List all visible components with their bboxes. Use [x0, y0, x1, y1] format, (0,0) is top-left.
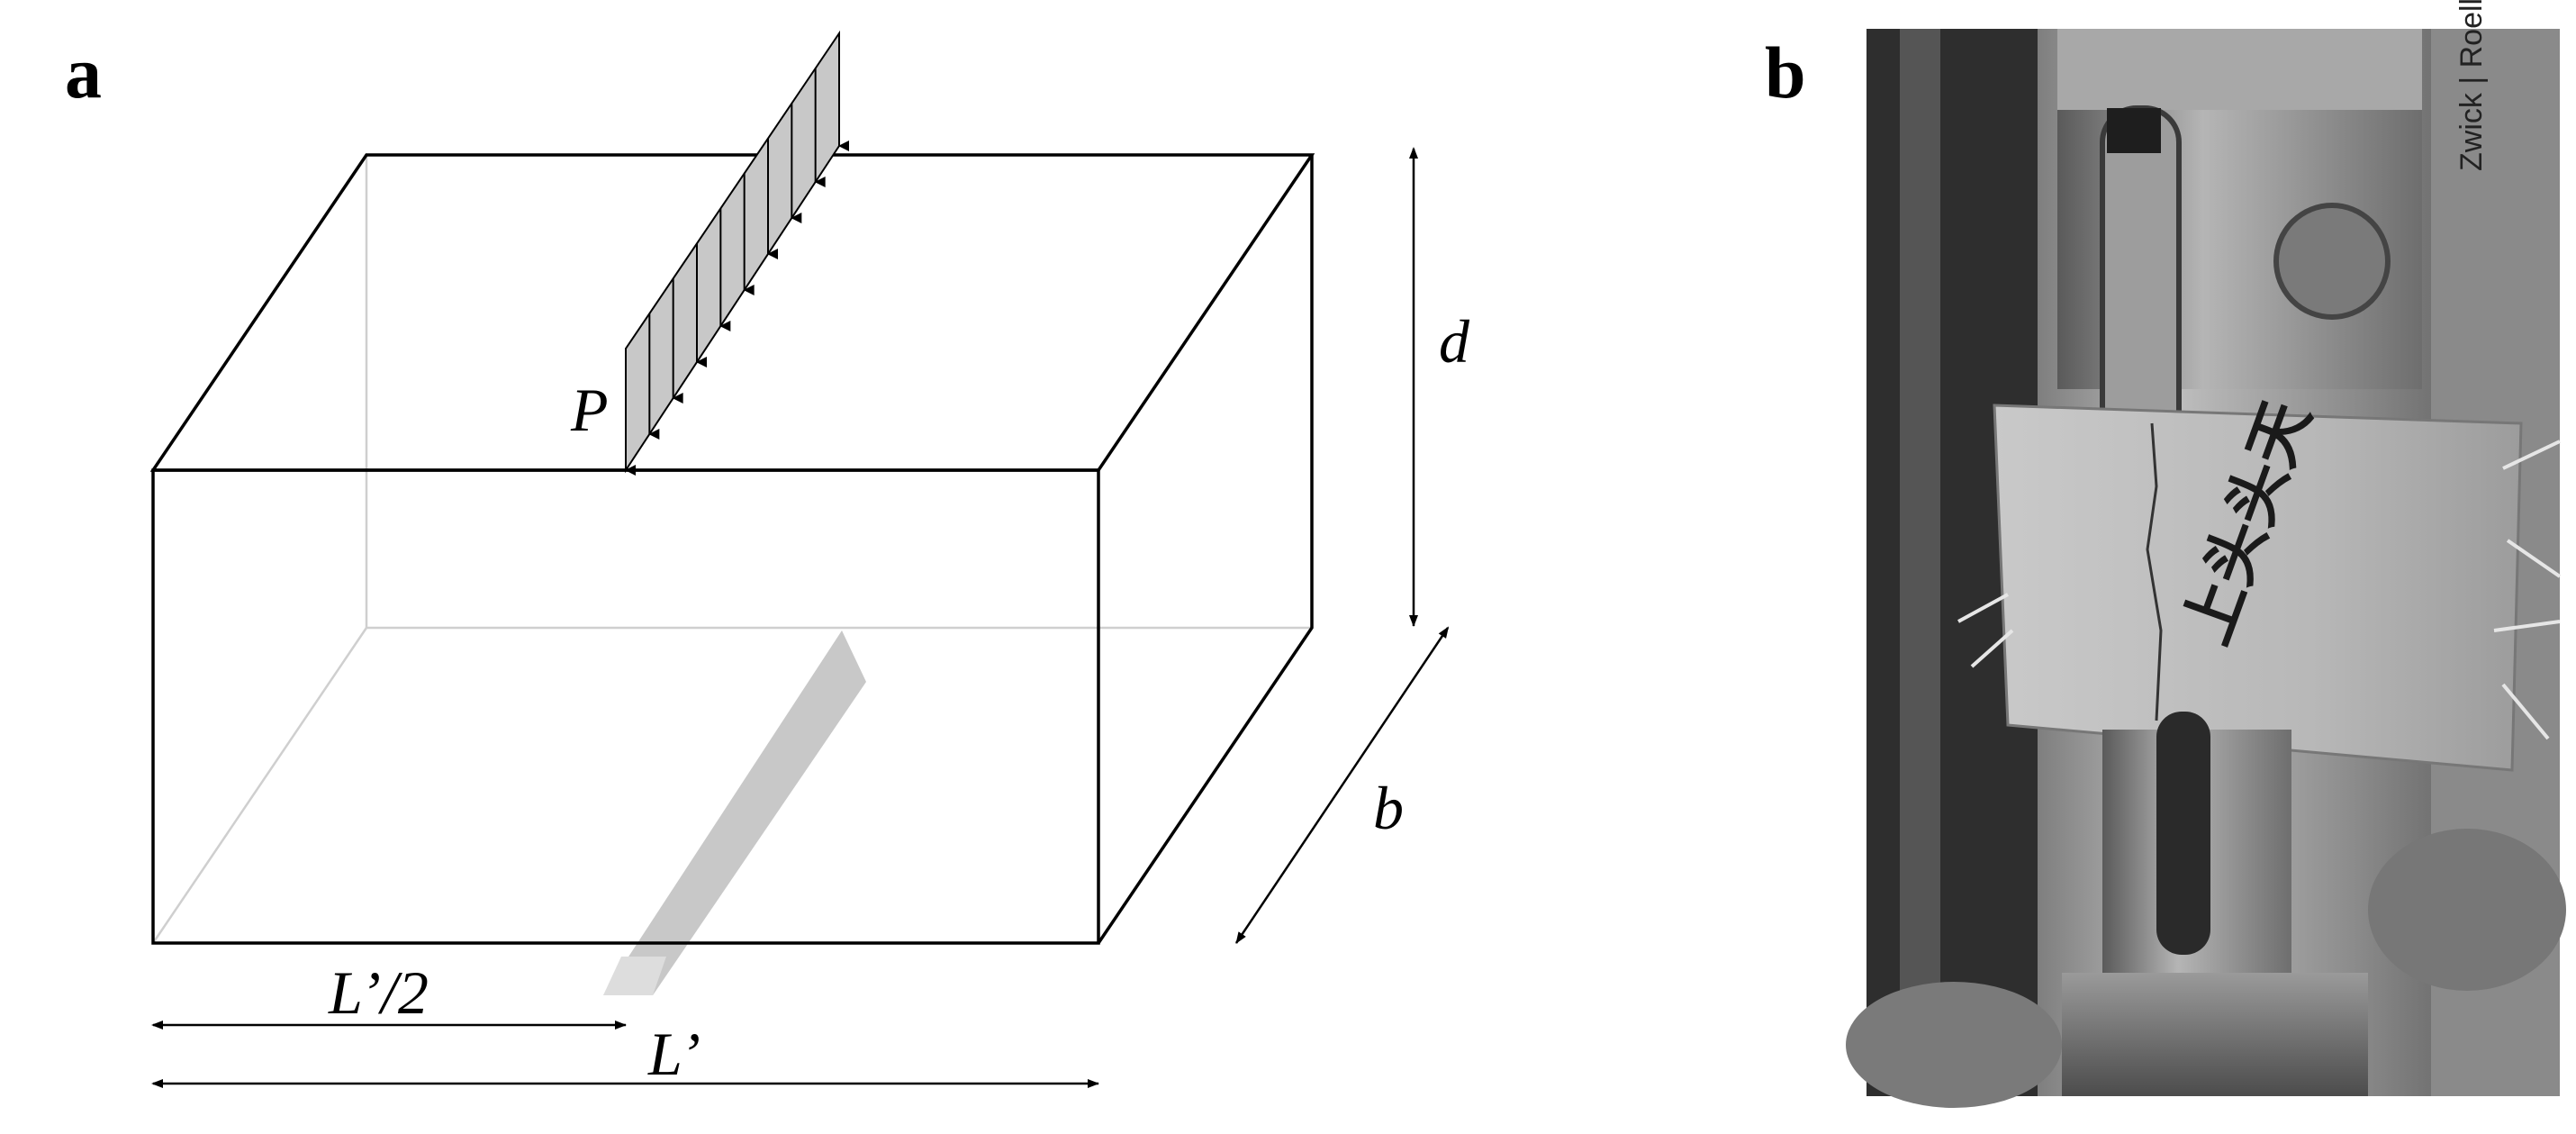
panel-b-label: b: [1765, 32, 1806, 113]
distributed-load: [625, 30, 849, 476]
span-label: L’: [647, 1020, 700, 1088]
bottom-support: [603, 631, 866, 995]
prism-diagram: P: [149, 30, 1315, 995]
concrete-specimen: [1993, 404, 2523, 772]
column-highlight: [1900, 29, 1940, 1096]
width-dimension-line: [1234, 626, 1450, 944]
lower-support-slot: [2156, 712, 2210, 955]
prism-right-face: [1097, 155, 1314, 944]
specimen-crack: [2146, 422, 2163, 721]
base-disc: [1846, 982, 2062, 1108]
machine-brand-text: Zwick | Roell: [2454, 0, 2489, 171]
load-label: P: [570, 376, 609, 444]
load-arrows: [625, 33, 849, 476]
width-label: b: [1373, 774, 1404, 842]
test-photo: Zwick | Roell 上头头天: [1846, 0, 2566, 1108]
lower-support-base: [2062, 973, 2368, 1096]
upper-head-texture: [2057, 29, 2422, 110]
base-disc-right: [2368, 829, 2566, 991]
load-block: [625, 30, 840, 474]
blade-slot: [2107, 108, 2161, 153]
fibers: [1957, 440, 2562, 740]
prism-front-face: [151, 468, 1100, 945]
half-span-label: L’/2: [328, 958, 429, 1027]
upper-head-bolt: [2273, 203, 2391, 320]
depth-label: d: [1439, 307, 1470, 376]
panel-a-label: a: [65, 32, 102, 113]
bottom-support-face: [603, 957, 666, 995]
hidden-edge-back-diagonal: [151, 627, 368, 944]
